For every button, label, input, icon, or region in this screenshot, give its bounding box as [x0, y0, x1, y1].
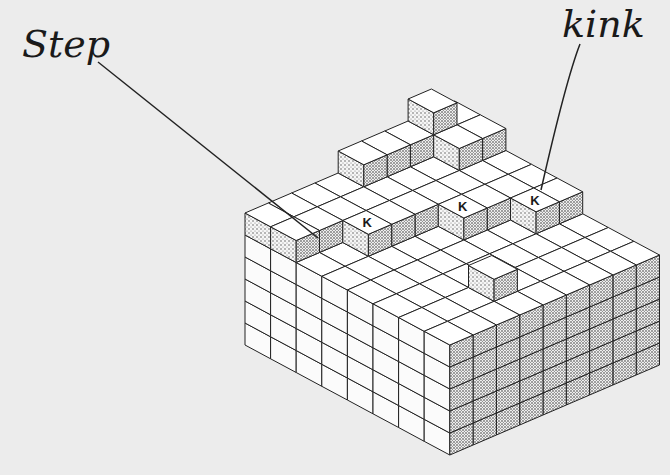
cube-face	[511, 188, 560, 212]
cube-face	[343, 211, 392, 235]
cube-face	[424, 321, 473, 345]
cube-face	[408, 89, 457, 113]
step-label: Step	[22, 22, 110, 66]
leader-line	[541, 44, 580, 190]
leader-line	[98, 62, 318, 238]
kink-marker: K	[458, 199, 467, 214]
cube-face	[338, 141, 387, 165]
kink-marker: K	[530, 192, 539, 207]
cube-block	[245, 89, 660, 455]
kink-label: kink	[562, 2, 645, 46]
cube-face	[438, 194, 487, 218]
kink-marker: K	[363, 215, 372, 230]
cube-face	[469, 256, 518, 280]
